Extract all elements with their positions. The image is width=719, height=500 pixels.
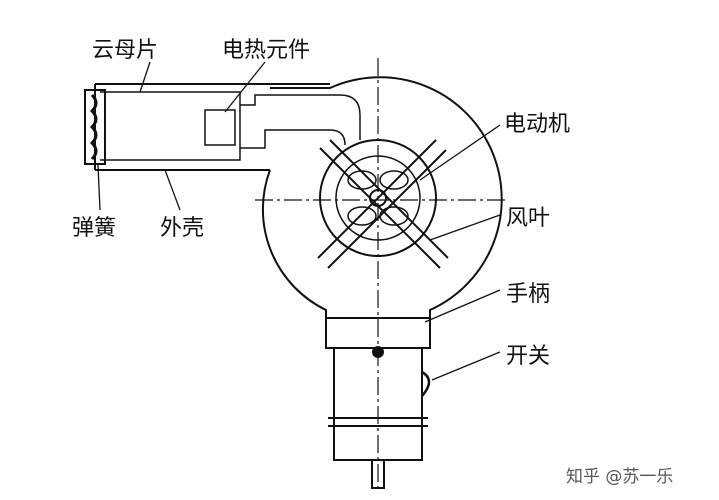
switch-knob	[421, 370, 431, 397]
fan-blade	[317, 139, 449, 269]
motor-outer-ring	[319, 139, 437, 257]
label-shell: 外壳	[160, 216, 205, 241]
motor-inner-ring	[335, 155, 421, 241]
label-switch: 开关	[506, 344, 551, 369]
barrel-shell	[94, 83, 330, 171]
motor-winding	[379, 170, 409, 190]
motor-winding	[347, 206, 377, 226]
watermark: 知乎 @苏一乐	[566, 467, 674, 487]
label-fan-blade: 风叶	[506, 206, 551, 231]
label-motor: 电动机	[504, 112, 571, 137]
leader-lines	[97, 61, 501, 381]
housing-outline	[261, 76, 503, 318]
inner-duct	[240, 94, 361, 149]
label-mica-sheet: 云母片	[92, 38, 159, 63]
mica-sheet	[100, 91, 241, 161]
cord-stub	[371, 459, 385, 489]
handle-screw	[372, 346, 384, 358]
label-handle: 手柄	[506, 282, 551, 307]
label-spring: 弹簧	[72, 216, 117, 241]
spring	[89, 93, 98, 161]
label-heating-element: 电热元件	[222, 38, 311, 63]
barrel-mouth	[84, 89, 106, 165]
heating-element	[204, 109, 236, 146]
